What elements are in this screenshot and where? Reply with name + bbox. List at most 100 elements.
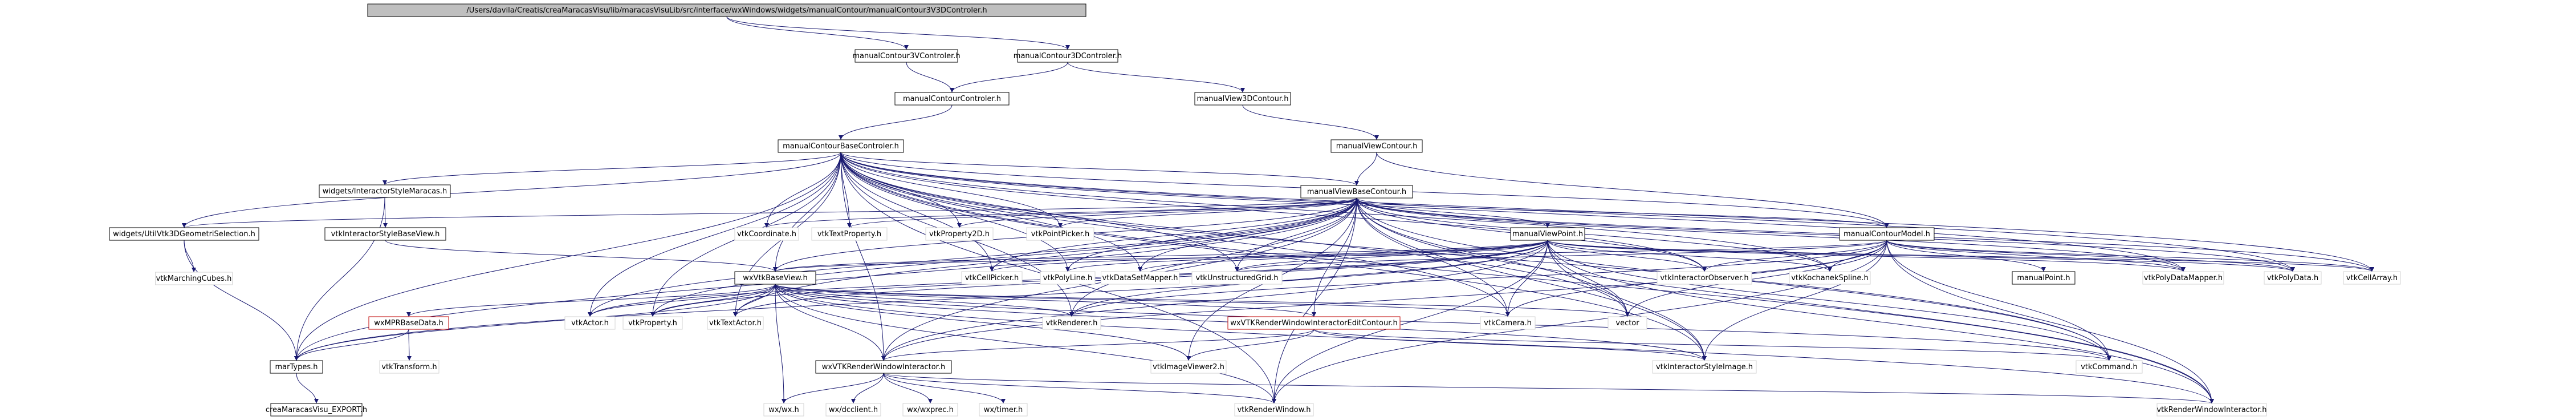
node-box-root[interactable] — [367, 3, 1086, 17]
node-box-mcbc[interactable] — [778, 139, 904, 153]
node-wxvtkrwi[interactable]: wxVTKRenderWindowInteractor.h — [815, 360, 952, 374]
node-wxvbv[interactable]: wxVtkBaseView.h — [734, 271, 816, 285]
node-box-vactor[interactable] — [564, 316, 616, 330]
node-mvc[interactable]: manualViewContour.h — [1330, 139, 1423, 153]
node-vca[interactable]: vtkCellArray.h — [2343, 271, 2401, 285]
node-box-mcm[interactable] — [1839, 227, 1935, 241]
node-vtexta[interactable]: vtkTextActor.h — [707, 316, 764, 330]
node-visi[interactable]: vtkInteractorStyleImage.h — [1652, 360, 1757, 374]
node-vrwi[interactable]: vtkRenderWindowInteractor.h — [2156, 403, 2267, 417]
node-box-martypes[interactable] — [270, 360, 323, 374]
node-box-wxprec[interactable] — [902, 403, 958, 417]
node-box-vtextp[interactable] — [811, 227, 888, 241]
node-box-vrenderer[interactable] — [1042, 316, 1101, 330]
node-box-vmc[interactable] — [155, 272, 233, 285]
node-box-vca[interactable] — [2343, 271, 2401, 285]
node-box-vcoord[interactable] — [734, 227, 799, 241]
node-visbv[interactable]: vtkInteractorStyleBaseView.h — [324, 227, 446, 241]
node-box-vdsm[interactable] — [1101, 271, 1179, 285]
node-vpointp[interactable]: vtkPointPicker.h — [1026, 227, 1094, 241]
node-box-wism[interactable] — [319, 184, 451, 198]
node-vpolyl[interactable]: vtkPolyLine.h — [1040, 271, 1096, 285]
node-vrenderer[interactable]: vtkRenderer.h — [1042, 316, 1101, 330]
node-box-vtransform[interactable] — [379, 360, 439, 374]
node-box-cmvexp[interactable] — [270, 403, 363, 417]
node-box-vcommand[interactable] — [2076, 360, 2143, 374]
node-box-vcellp[interactable] — [961, 271, 1023, 285]
node-box-mvc[interactable] — [1330, 139, 1423, 153]
node-vtransform[interactable]: vtkTransform.h — [379, 360, 439, 374]
node-box-mvp[interactable] — [1510, 227, 1585, 241]
node-vio[interactable]: vtkInteractorObserver.h — [1657, 271, 1752, 285]
node-box-mpoint[interactable] — [2012, 271, 2076, 285]
node-wxvtkrwie[interactable]: wxVTKRenderWindowInteractorEditContour.h — [1227, 316, 1401, 330]
node-box-mc3dc[interactable] — [1017, 49, 1118, 63]
node-vmc[interactable]: vtkMarchingCubes.h — [155, 272, 233, 285]
node-wism[interactable]: widgets/InteractorStyleMaracas.h — [319, 184, 451, 198]
node-box-wxtimer[interactable] — [979, 403, 1028, 417]
node-box-vrw[interactable] — [1234, 403, 1314, 417]
node-mc3vc[interactable]: manualContour3VControler.h — [852, 49, 961, 63]
node-wxmpr[interactable]: wxMPRBaseData.h — [368, 316, 449, 330]
node-vug[interactable]: vtkUnstructuredGrid.h — [1191, 271, 1283, 285]
node-vutil[interactable]: widgets/UtilVtk3DGeometriSelection.h — [109, 227, 259, 241]
node-box-wxvbv[interactable] — [734, 271, 816, 285]
node-vcommand[interactable]: vtkCommand.h — [2076, 360, 2143, 374]
node-box-mv3dc[interactable] — [1194, 92, 1291, 106]
node-martypes[interactable]: marTypes.h — [270, 360, 323, 374]
node-vector[interactable]: vector — [1608, 316, 1647, 330]
node-mcm[interactable]: manualContourModel.h — [1839, 227, 1935, 241]
node-vpdm[interactable]: vtkPolyDataMapper.h — [2142, 271, 2224, 285]
node-box-mcc[interactable] — [894, 92, 1010, 106]
node-wxwx[interactable]: wx/wx.h — [763, 403, 804, 417]
node-root[interactable]: /Users/davila/Creatis/creaMaracasVisu/li… — [367, 3, 1086, 17]
node-mvp[interactable]: manualViewPoint.h — [1510, 227, 1585, 241]
node-vprop2d[interactable]: vtkProperty2D.h — [925, 227, 994, 241]
node-box-vio[interactable] — [1657, 271, 1752, 285]
node-wxtimer[interactable]: wx/timer.h — [979, 403, 1028, 417]
node-box-vrwi[interactable] — [2156, 403, 2267, 417]
node-vpd[interactable]: vtkPolyData.h — [2264, 271, 2322, 285]
node-mc3dc[interactable]: manualContour3DControler.h — [1014, 49, 1122, 63]
node-vtextp[interactable]: vtkTextProperty.h — [811, 227, 888, 241]
node-vdsm[interactable]: vtkDataSetMapper.h — [1101, 271, 1179, 285]
node-mv3dc[interactable]: manualView3DContour.h — [1194, 92, 1291, 106]
node-mpoint[interactable]: manualPoint.h — [2012, 271, 2076, 285]
node-box-vector[interactable] — [1608, 316, 1647, 330]
node-box-vpdm[interactable] — [2142, 271, 2224, 285]
node-box-vpolyl[interactable] — [1040, 271, 1096, 285]
node-box-vtexta[interactable] — [707, 316, 764, 330]
node-box-wxvtkrwi[interactable] — [815, 360, 952, 374]
node-box-vutil[interactable] — [109, 227, 259, 241]
node-vcamera[interactable]: vtkCamera.h — [1480, 316, 1536, 330]
node-box-wxdc[interactable] — [825, 403, 881, 417]
node-vcellp[interactable]: vtkCellPicker.h — [961, 271, 1023, 285]
node-wxdc[interactable]: wx/dcclient.h — [825, 403, 881, 417]
node-box-vpd[interactable] — [2264, 271, 2322, 285]
node-vrw[interactable]: vtkRenderWindow.h — [1234, 403, 1314, 417]
node-box-wxvtkrwie[interactable] — [1227, 316, 1401, 330]
node-cmvexp[interactable]: creaMaracasVisu_EXPORT.h — [266, 403, 367, 417]
node-box-visi[interactable] — [1652, 360, 1757, 374]
node-box-wxmpr[interactable] — [368, 316, 449, 330]
node-mcbc[interactable]: manualContourBaseControler.h — [778, 139, 904, 153]
node-box-mc3vc[interactable] — [854, 49, 958, 63]
node-box-wxwx[interactable] — [763, 403, 804, 417]
node-box-vug[interactable] — [1191, 271, 1283, 285]
node-vactor[interactable]: vtkActor.h — [564, 316, 616, 330]
node-mcc[interactable]: manualContourControler.h — [894, 92, 1010, 106]
node-box-mvbc[interactable] — [1300, 185, 1413, 199]
node-mvbc[interactable]: manualViewBaseContour.h — [1300, 185, 1413, 199]
node-vks[interactable]: vtkKochanekSpline.h — [1789, 271, 1871, 285]
node-box-vprop[interactable] — [622, 316, 683, 330]
node-vprop[interactable]: vtkProperty.h — [622, 316, 683, 330]
node-box-vcamera[interactable] — [1480, 316, 1536, 330]
node-vcoord[interactable]: vtkCoordinate.h — [734, 227, 799, 241]
node-box-vks[interactable] — [1789, 271, 1871, 285]
node-box-vpointp[interactable] — [1026, 227, 1094, 241]
node-viv2[interactable]: vtkImageViewer2.h — [1150, 360, 1227, 374]
node-box-vprop2d[interactable] — [925, 227, 994, 241]
node-box-viv2[interactable] — [1150, 360, 1227, 374]
node-box-visbv[interactable] — [324, 227, 446, 241]
node-wxprec[interactable]: wx/wxprec.h — [902, 403, 958, 417]
